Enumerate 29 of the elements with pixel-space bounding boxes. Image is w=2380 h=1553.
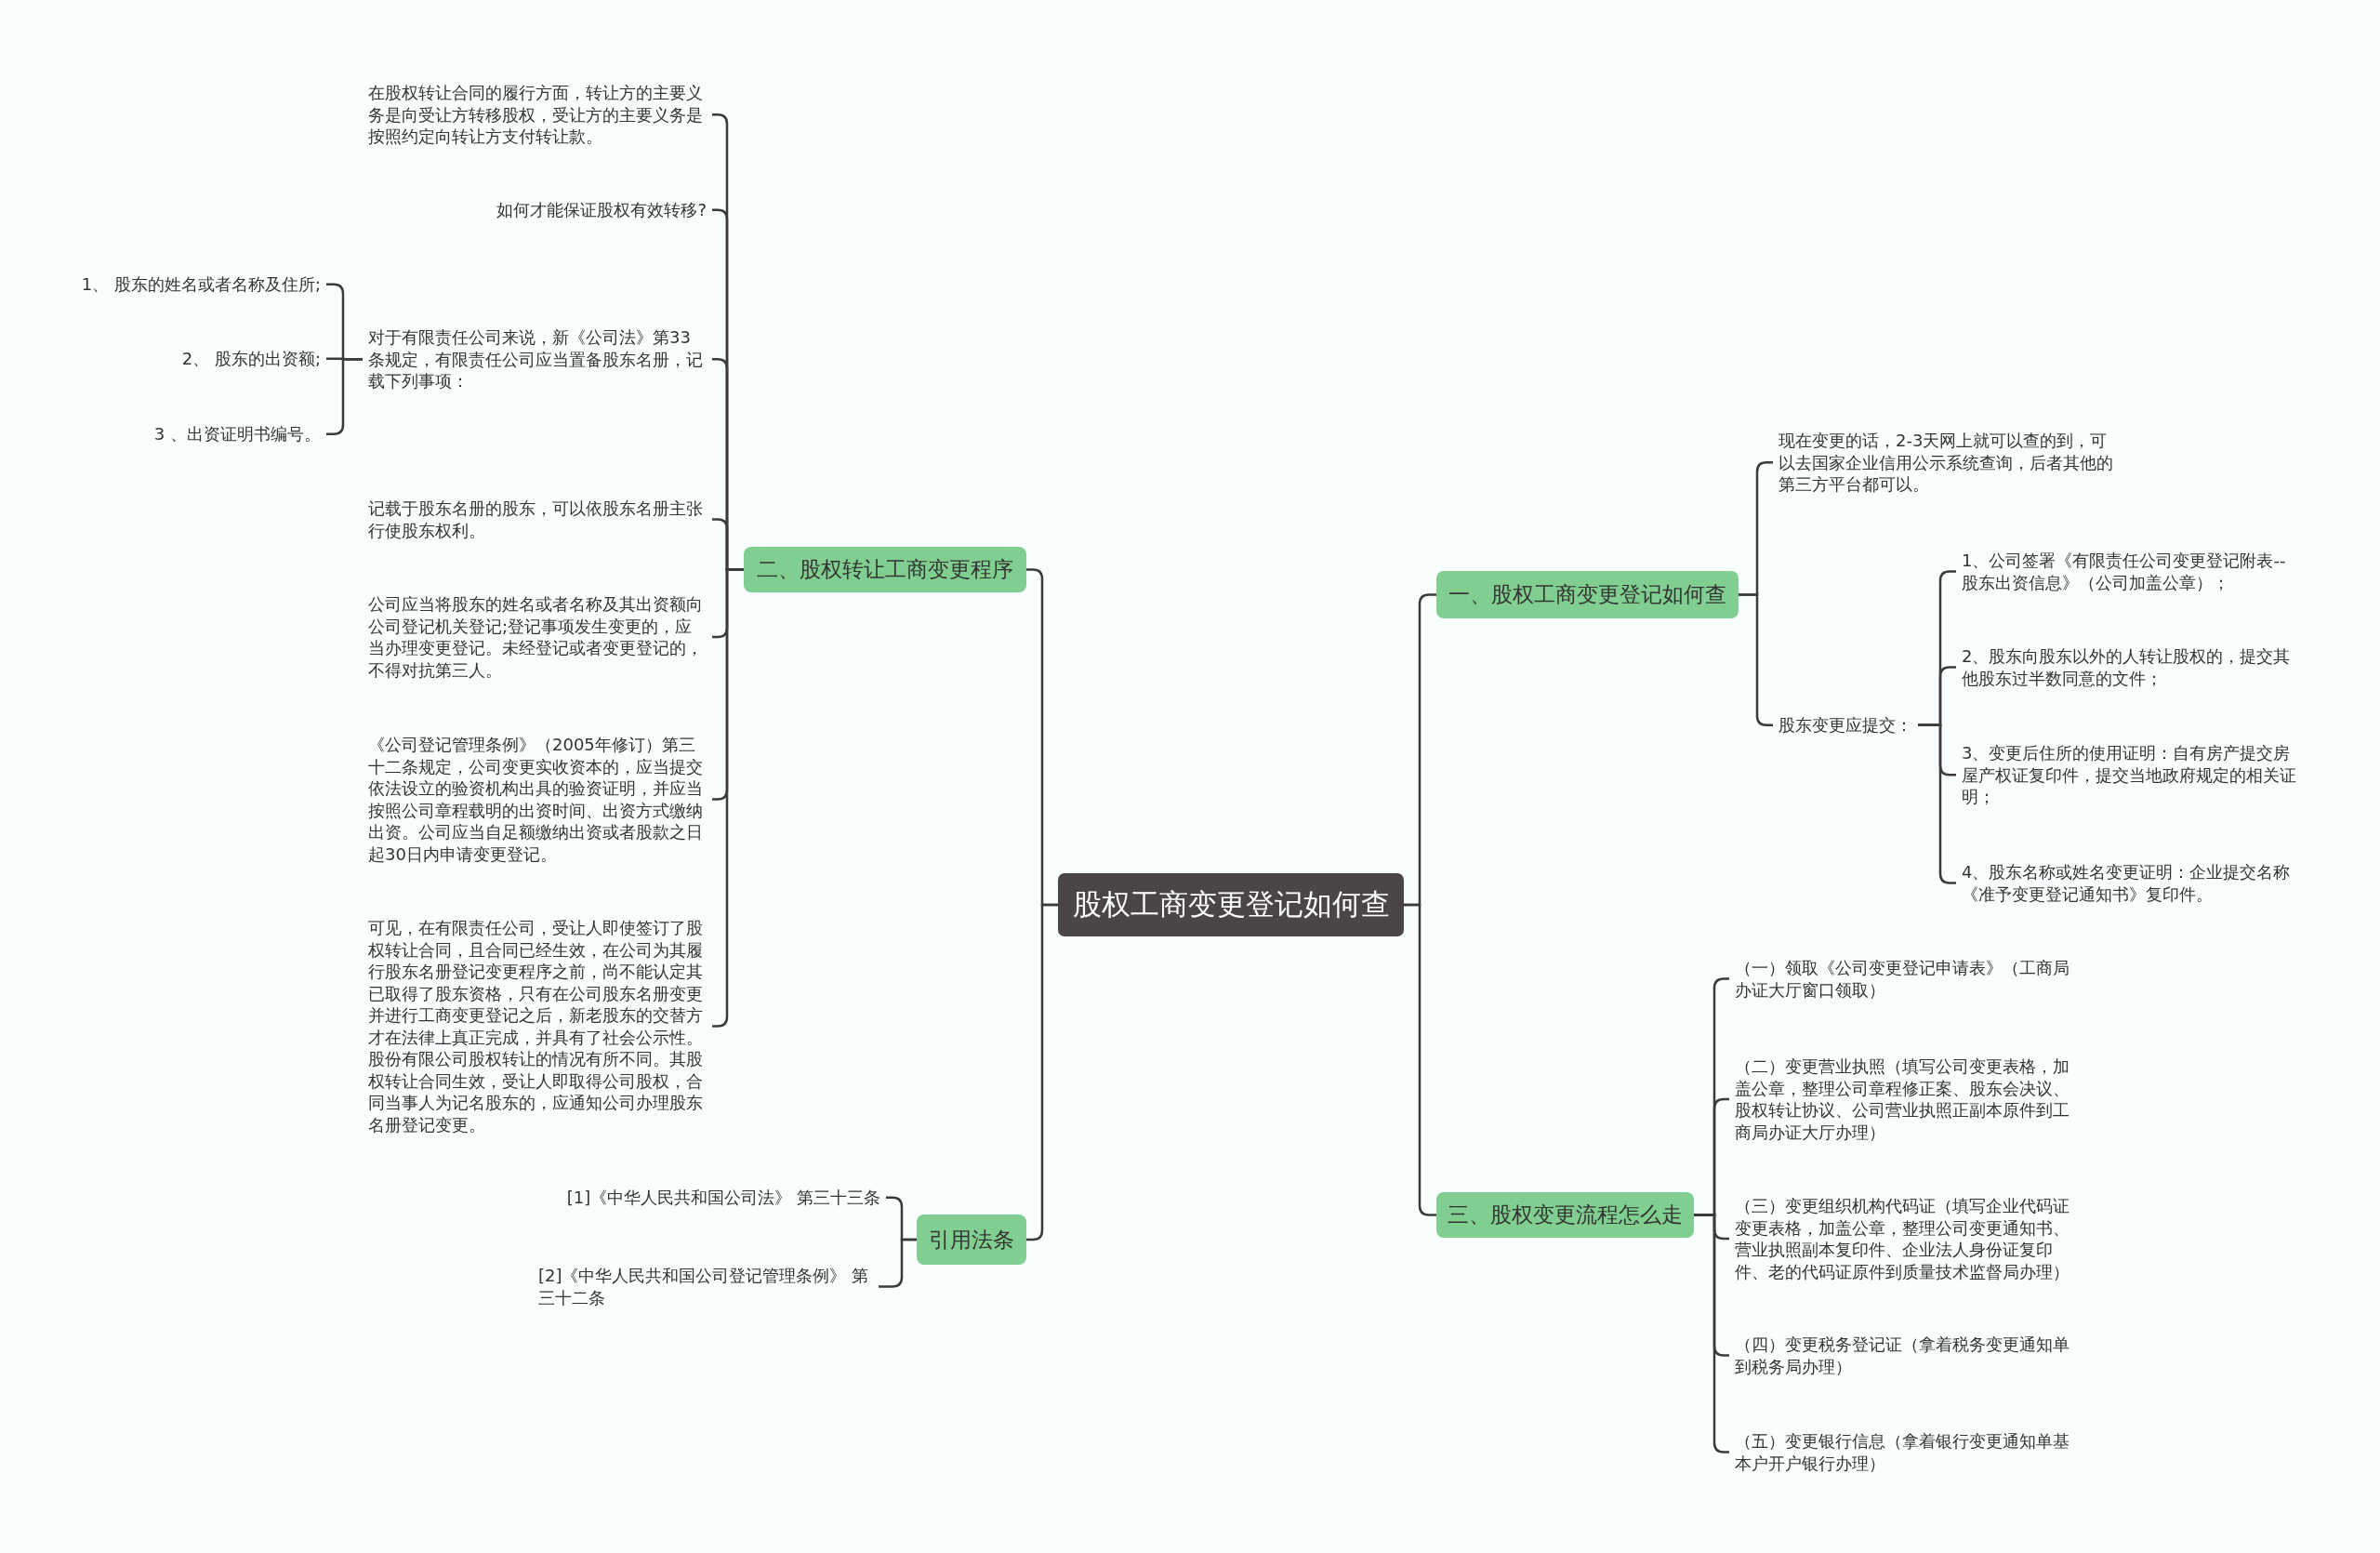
topic-text: 2、 股东的出资额; xyxy=(176,348,326,370)
topic-text: 《公司登记管理条例》（2005年修订）第三十二条规定，公司变更实收资本的，应当提交依法设立的验资机构出具的验资证明，并应当按照公司章程载明的出资时间、出资方式缴纳出资。公司应当自足额缴纳出资或者股款之日起30日内申请变更登记。 xyxy=(363,734,712,865)
topic-text: 在股权转让合同的履行方面，转让方的主要义务是向受让方转移股权，受让方的主要义务是按照约定向转让方支付转让款。 xyxy=(363,82,712,148)
topic-text: 对于有限责任公司来说，新《公司法》第33条规定，有限责任公司应当置备股东名册，记载下列事项： xyxy=(363,326,712,392)
topic-text: 可见，在有限责任公司，受让人即使签订了股权转让合同，且合同已经生效，在公司为其履行股东名册登记变更程序之前，尚不能认定其已取得了股东资格，只有在公司股东名册变更并进行工商变更登记之后，新老股东的交替方才在法律上真正完成，并具有了社会公示性。股份有限公司股权转让的情况有所不同。其股权转让合同生效，受让人即取得公司股权，合同当事人为记名股东的，应通知公司办理股东名册登记变更。 xyxy=(363,917,712,1135)
topic-text: 3 、出资证明书编号。 xyxy=(148,423,326,445)
topic-text: 如何才能保证股权有效转移? xyxy=(491,199,712,221)
branch-topic: 二、股权转让工商变更程序 xyxy=(744,547,1026,592)
topic-text: 1、 股东的姓名或者名称及住所; xyxy=(75,273,326,296)
topic-text: （五）变更银行信息（拿着银行变更通知单基本户开户银行办理） xyxy=(1729,1430,2079,1474)
topic-text: （四）变更税务登记证（拿着税务变更通知单到税务局办理） xyxy=(1729,1334,2079,1377)
topic-text: 4、股东名称或姓名变更证明：企业提交名称《准予变更登记通知书》复印件。 xyxy=(1956,861,2306,905)
topic-text: 2、股东向股东以外的人转让股权的，提交其他股东过半数同意的文件； xyxy=(1956,645,2306,689)
connector-line xyxy=(1404,903,1436,1216)
topic-text: 记载于股东名册的股东，可以依股东名册主张行使股东权利。 xyxy=(363,498,712,541)
central-topic: 股权工商变更登记如何查 xyxy=(1058,873,1404,936)
topic-text: 1、公司签署《有限责任公司变更登记附表--股东出资信息》（公司加盖公章）； xyxy=(1956,550,2306,593)
topic-text: [1]《中华人民共和国公司法》 第三十三条 xyxy=(561,1187,886,1209)
topic-text: （三）变更组织机构代码证（填写企业代码证变更表格，加盖公章，整理公司变更通知书、营业执照副本复印件、企业法人身份证复印件、老的代码证原件到质量技术监督局办理） xyxy=(1729,1195,2079,1282)
topic-text: 3、变更后住所的使用证明：自有房产提交房屋产权证复印件，提交当地政府规定的相关证明； xyxy=(1956,742,2306,808)
topic-text: （二）变更营业执照（填写公司变更表格，加盖公章，整理公司章程修正案、股东会决议、股权转让协议、公司营业执照正副本原件到工商局办证大厅办理） xyxy=(1729,1055,2079,1143)
branch-topic: 引用法条 xyxy=(917,1215,1026,1265)
branch-topic: 一、股权工商变更登记如何查 xyxy=(1436,571,1739,618)
topic-text: 现在变更的话，2-3天网上就可以查的到，可以去国家企业信用公示系统查询，后者其他的第三方平台都可以。 xyxy=(1773,430,2122,496)
topic-text: 股东变更应提交： xyxy=(1773,714,1918,737)
topic-text: （一）领取《公司变更登记申请表》（工商局办证大厅窗口领取） xyxy=(1729,957,2079,1001)
topic-text: [2]《中华人民共和国公司登记管理条例》 第三十二条 xyxy=(533,1265,879,1308)
branch-topic: 三、股权变更流程怎么走 xyxy=(1436,1192,1694,1238)
topic-text: 公司应当将股东的姓名或者名称及其出资额向公司登记机关登记;登记事项发生变更的，应当办理变更登记。未经登记或者变更登记的，不得对抗第三人。 xyxy=(363,593,712,681)
